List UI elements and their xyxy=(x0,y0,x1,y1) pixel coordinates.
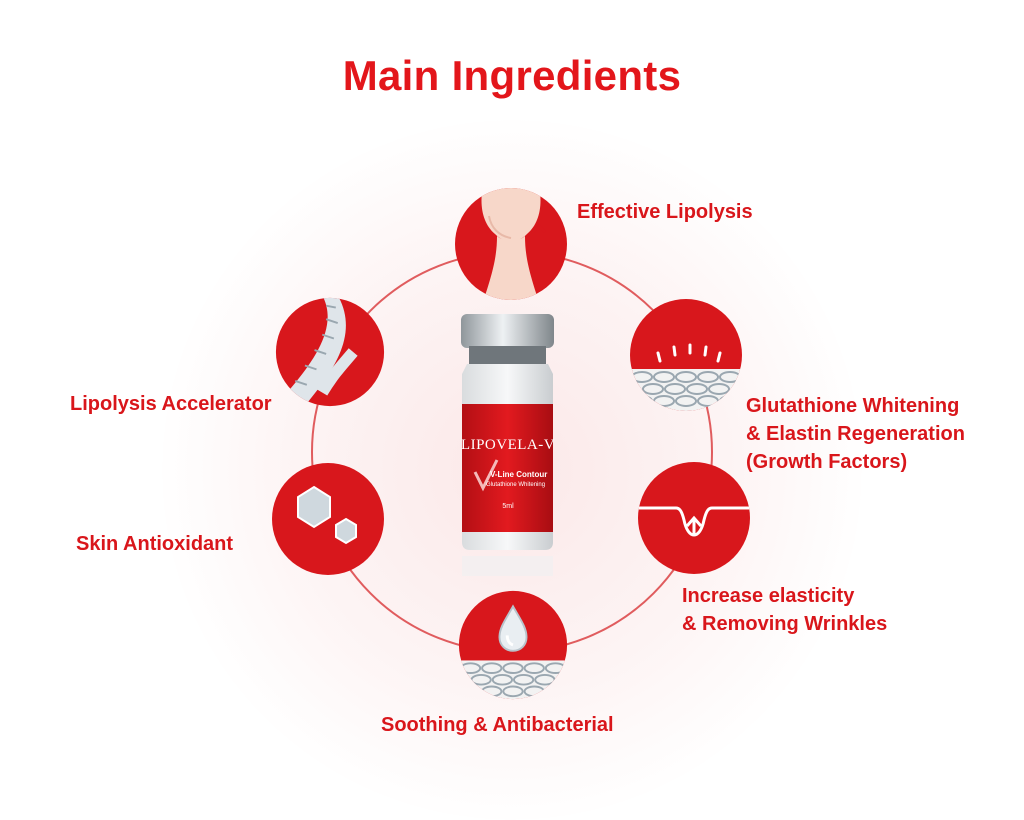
face-contour-icon xyxy=(455,188,567,300)
label-glutathione-whitening: Glutathione Whitening & Elastin Regenera… xyxy=(746,395,965,473)
hexagon-icon xyxy=(272,463,384,575)
skin-cells-icon xyxy=(630,299,742,411)
label-skin-antioxidant: Skin Antioxidant xyxy=(76,533,234,555)
label-lipolysis-accelerator: Lipolysis Accelerator xyxy=(70,393,272,415)
dna-icon xyxy=(275,297,385,407)
vial-volume: 5ml xyxy=(502,503,514,510)
vial-sub: Glutathione Whitening xyxy=(486,482,546,488)
label-effective-lipolysis: Effective Lipolysis xyxy=(577,201,753,223)
label-increase-elasticity: Increase elasticity & Removing Wrinkles xyxy=(682,585,888,635)
vial-line: V-Line Contour xyxy=(490,470,548,479)
label-soothing-antibacterial: Soothing & Antibacterial xyxy=(381,714,614,736)
product-vial xyxy=(461,314,554,576)
vial-brand: LIPOVELA-V xyxy=(460,437,556,453)
page-title: Main Ingredients xyxy=(342,52,682,99)
water-drop-icon xyxy=(458,590,568,700)
wrinkle-lift-icon xyxy=(638,462,750,574)
